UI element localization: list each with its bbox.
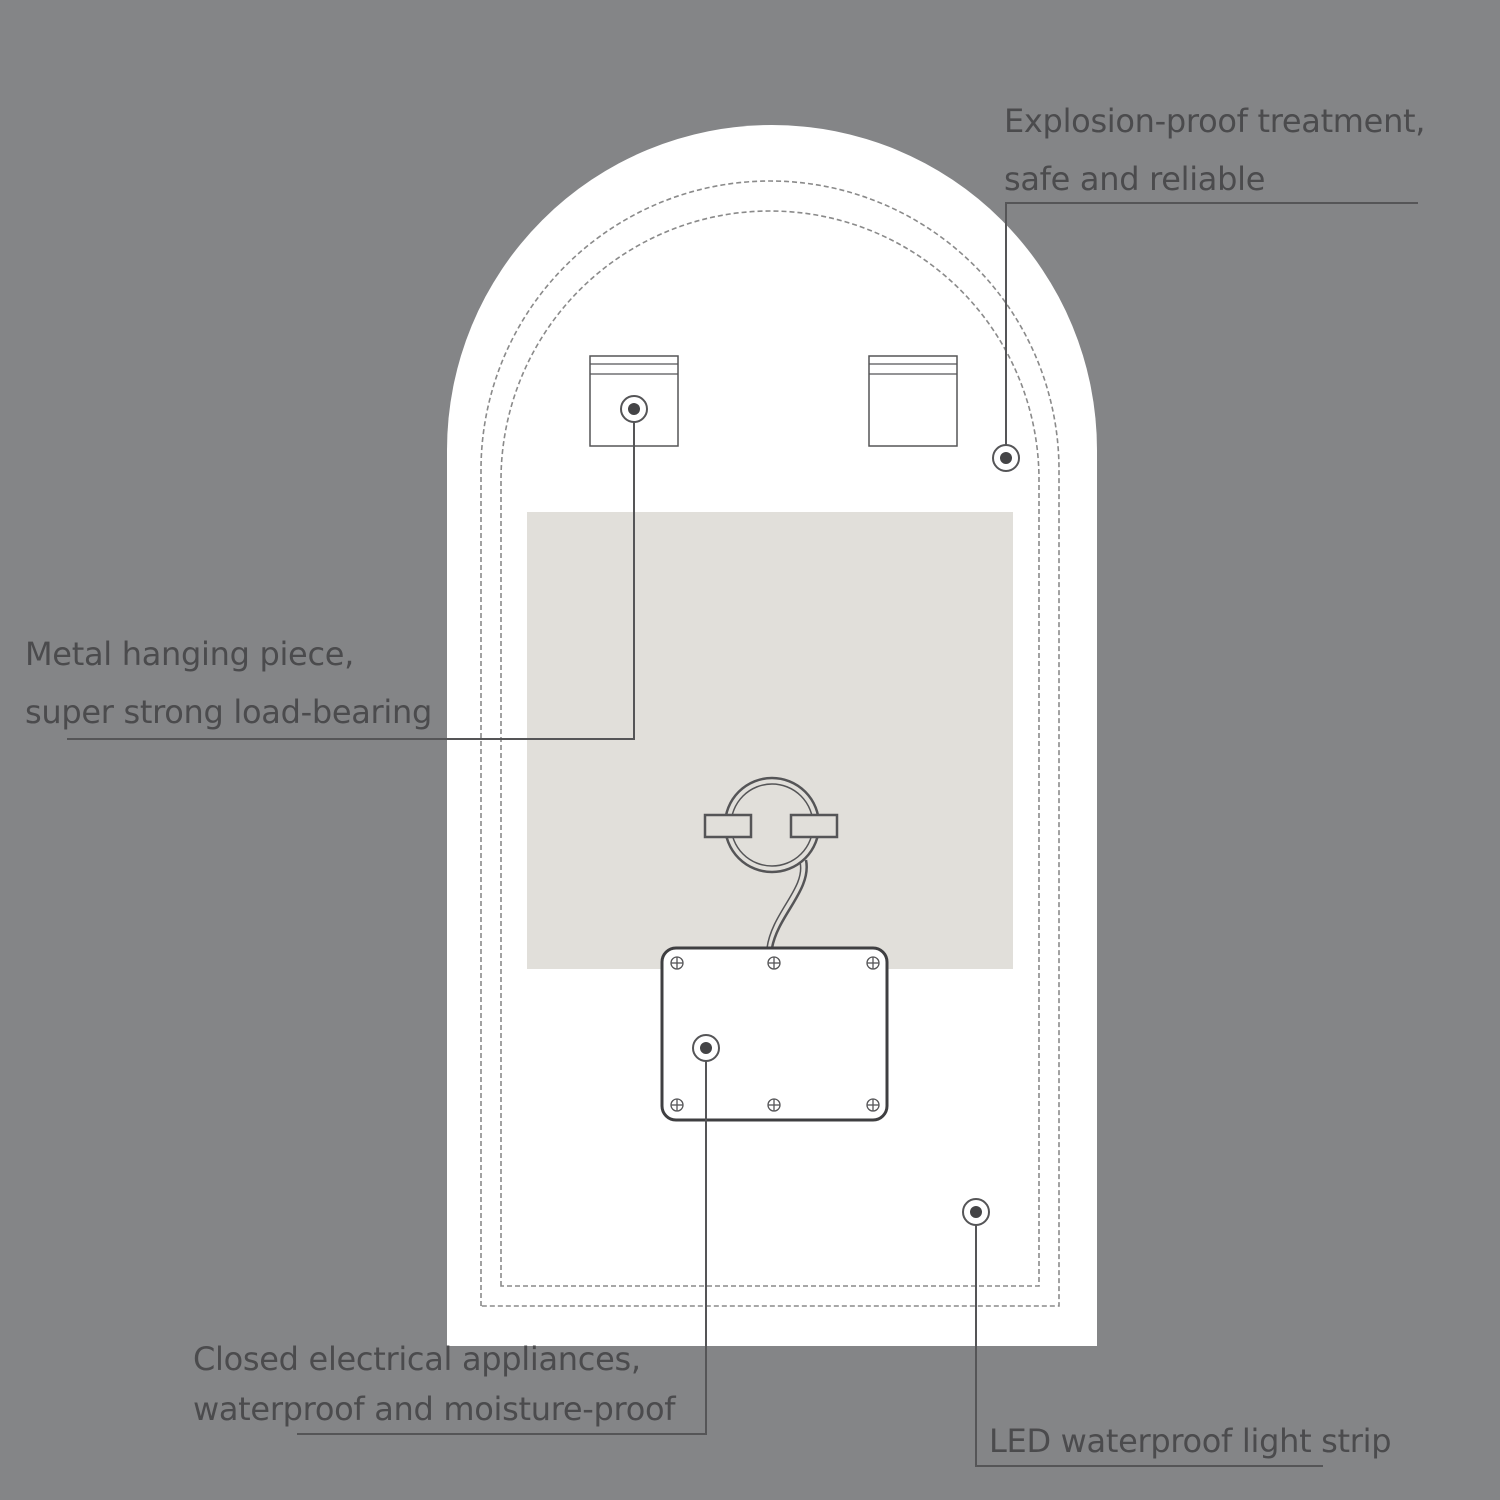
callout-line-electrical-box	[297, 1048, 707, 1435]
screw-icon	[767, 1098, 781, 1112]
pointer-dot-icon	[992, 444, 1020, 472]
callout-text-line: waterproof and moisture-proof	[193, 1390, 676, 1428]
inner-dashed-outline	[500, 210, 1040, 1287]
callout-text-line: LED waterproof light strip	[989, 1422, 1392, 1460]
pointer-dot-icon	[620, 395, 648, 423]
screw-icon	[670, 1098, 684, 1112]
callout-line-led-strip	[975, 1212, 1323, 1467]
screw-icon	[866, 956, 880, 970]
callout-label-explosion-proof: Explosion-proof treatment, safe and reli…	[1004, 92, 1425, 208]
screw-icon-group	[670, 956, 880, 1112]
cord-clip-right	[789, 813, 839, 839]
screw-icon	[767, 956, 781, 970]
callout-text-line: safe and reliable	[1004, 160, 1266, 198]
callout-text-line: Metal hanging piece,	[25, 635, 355, 673]
callout-text-line: Closed electrical appliances,	[193, 1340, 641, 1378]
callout-label-electrical-box: Closed electrical appliances, waterproof…	[193, 1334, 676, 1434]
callout-line-hanging-piece	[67, 409, 635, 740]
pointer-dot-icon	[962, 1198, 990, 1226]
callout-label-led-strip: LED waterproof light strip	[989, 1412, 1392, 1470]
callout-label-hanging-piece: Metal hanging piece, super strong load-b…	[25, 625, 432, 741]
screw-icon	[670, 956, 684, 970]
screw-icon	[866, 1098, 880, 1112]
pointer-dot-icon	[692, 1034, 720, 1062]
electrical-box	[660, 946, 889, 1122]
callout-text-line: super strong load-bearing	[25, 693, 432, 731]
outer-dashed-outline	[480, 180, 1060, 1307]
callout-text-line: Explosion-proof treatment,	[1004, 102, 1426, 140]
callout-line-explosion-proof	[1005, 202, 1418, 458]
glass-panel	[527, 512, 1013, 969]
hanging-bracket-right	[868, 355, 958, 447]
cord-clip-left	[703, 813, 753, 839]
